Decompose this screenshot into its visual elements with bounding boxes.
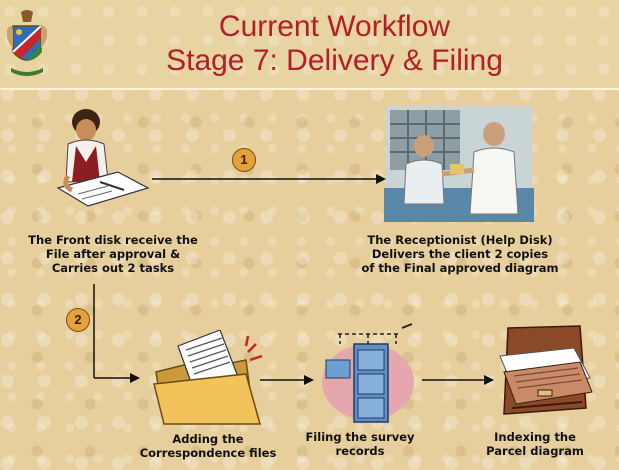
adding-label-line: Adding the xyxy=(172,432,244,446)
filing-label: Filing the survey records xyxy=(290,430,430,458)
arrow-1 xyxy=(152,174,386,184)
title-line-2: Stage 7: Delivery & Filing xyxy=(166,44,503,77)
filing-label-line: records xyxy=(335,444,385,458)
front-desk-label-line: Carries out 2 tasks xyxy=(51,261,175,275)
arrow-2 xyxy=(93,284,140,383)
front-desk-label-line: The Front disk receive the xyxy=(28,233,198,247)
arrow-3 xyxy=(260,375,314,385)
adding-label: Adding the Correspondence files xyxy=(128,432,288,460)
indexing-label-line: Indexing the xyxy=(494,430,576,444)
filing-label-line: Filing the survey xyxy=(305,430,415,444)
card-index-drawer-icon xyxy=(499,325,593,415)
step-badge-1: 1 xyxy=(232,148,256,172)
title-line-1: Current Workflow xyxy=(218,10,451,43)
indexing-label-line: Parcel diagram xyxy=(486,444,584,458)
receptionist-label-line: The Receptionist (Help Disk) xyxy=(367,233,553,247)
receptionist-handover-icon xyxy=(384,106,534,222)
folder-documents-icon xyxy=(153,330,263,425)
receptionist-label: The Receptionist (Help Disk) Delivers th… xyxy=(345,233,575,275)
receptionist-label-line: of the Final approved diagram xyxy=(361,261,559,275)
front-desk-label-line: File after approval & xyxy=(45,247,181,261)
front-desk-clerk-icon xyxy=(56,109,150,207)
front-desk-label: The Front disk receive the File after ap… xyxy=(8,233,218,275)
header: Current Workflow Stage 7: Delivery & Fil… xyxy=(0,0,619,90)
step-badge-2: 2 xyxy=(66,308,90,332)
adding-label-line: Correspondence files xyxy=(139,446,277,460)
indexing-label: Indexing the Parcel diagram xyxy=(460,430,610,458)
coat-of-arms-icon xyxy=(7,10,47,76)
arrow-4 xyxy=(422,375,494,385)
receptionist-label-line: Delivers the client 2 copies xyxy=(371,247,549,261)
filing-cabinet-icon xyxy=(322,323,414,423)
